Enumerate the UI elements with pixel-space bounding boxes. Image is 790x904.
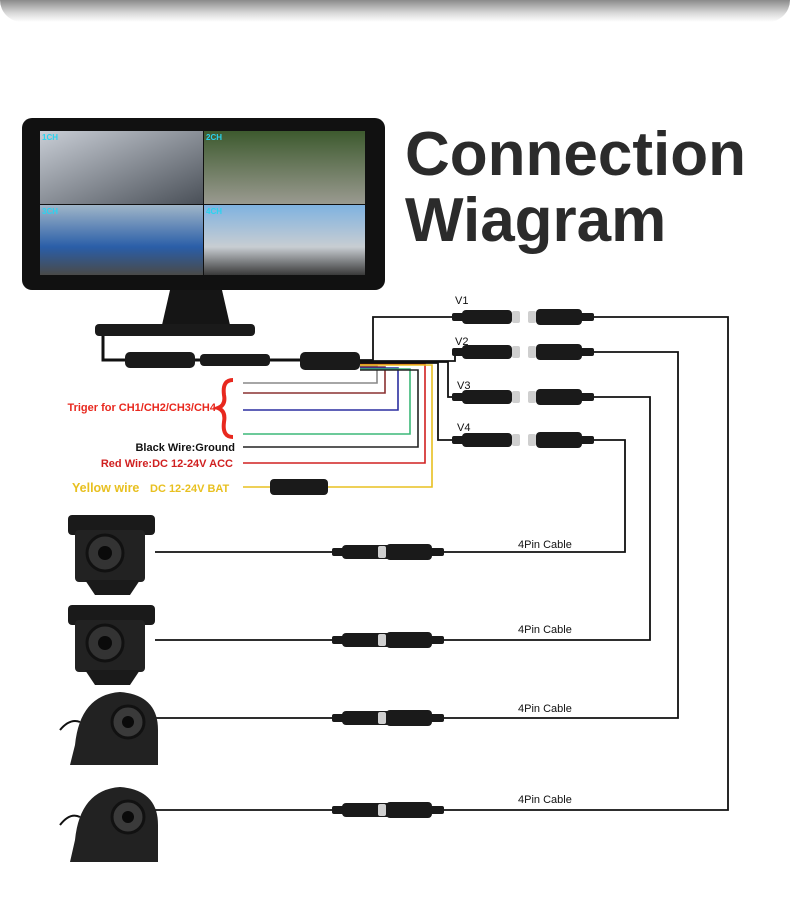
channel-1-view <box>40 131 203 204</box>
cable-label: 4Pin Cable <box>518 703 572 715</box>
port-label-v1: V1 <box>455 295 468 307</box>
box-camera-2 <box>68 605 155 685</box>
port-label-v2: V2 <box>455 336 468 348</box>
camera-connectors <box>332 544 444 818</box>
yellow-wire-spec: DC 12-24V BAT <box>150 483 230 495</box>
channel-label: 2CH <box>206 133 222 142</box>
diagram-title: Connection Wiagram <box>405 122 746 254</box>
cable-label: 4Pin Cable <box>518 624 572 636</box>
channel-4-view <box>204 205 365 275</box>
cable-label: 4Pin Cable <box>518 539 572 551</box>
trigger-label: Triger for CH1/CH2/CH3/CH4 <box>67 402 216 414</box>
cable-label: 4Pin Cable <box>518 794 572 806</box>
extension-cables <box>155 316 729 811</box>
title-line-1: Connection <box>405 120 746 189</box>
yellow-wire-label: Yellow wire <box>72 481 139 495</box>
channel-2-view <box>204 131 365 204</box>
channel-label: 4CH <box>206 207 222 216</box>
trigger-brace-icon <box>212 378 234 439</box>
monitor-stand <box>162 290 230 325</box>
title-line-2: Wiagram <box>405 186 667 255</box>
red-wire-label: Red Wire:DC 12-24V ACC <box>101 458 233 470</box>
fuse-holder <box>270 479 328 495</box>
main-harness <box>101 316 456 495</box>
dome-camera-1 <box>59 692 158 765</box>
channel-3-view <box>40 205 203 275</box>
port-label-v3: V3 <box>457 380 470 392</box>
dome-camera-2 <box>59 787 158 862</box>
port-label-v4: V4 <box>457 422 470 434</box>
video-connectors: V1 V2 V3 V4 <box>452 295 594 448</box>
channel-label: 3CH <box>42 207 58 216</box>
top-shadow-bar <box>0 0 790 22</box>
channel-label: 1CH <box>42 133 58 142</box>
box-camera-1 <box>68 515 155 595</box>
black-wire-label: Black Wire:Ground <box>135 442 235 454</box>
monitor-base <box>95 324 255 336</box>
monitor: 1CH 2CH 3CH 4CH <box>22 118 385 336</box>
